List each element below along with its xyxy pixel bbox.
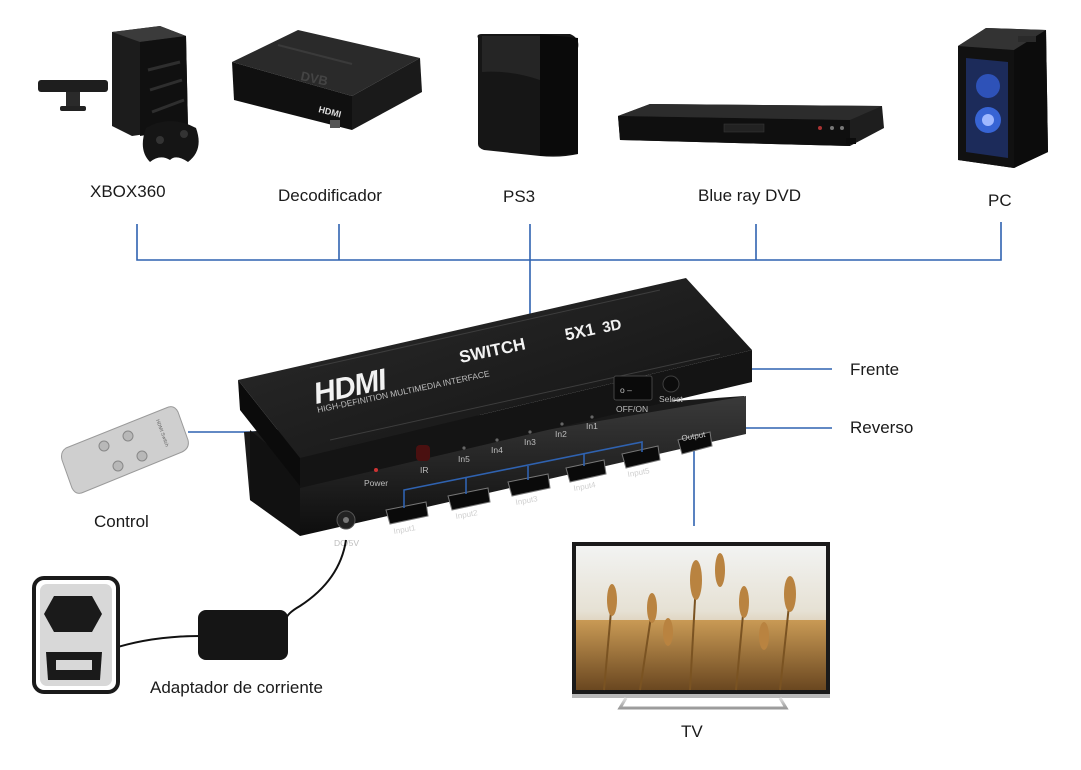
callout-back: Reverso [850,418,914,437]
ps3-device [477,34,579,157]
port-input3[interactable] [507,473,551,497]
hdmi-switch: HDMI HIGH-DEFINITION MULTIMEDIA INTERFAC… [238,278,752,548]
svg-text:o –: o – [620,385,632,395]
power-label: Power [364,478,388,488]
port-label-input5: Input5 [627,466,651,479]
device-label-decoder: Decodificador [278,186,382,205]
callout-front: Frente [850,360,900,379]
port-label-input1: Input1 [393,523,417,536]
port-input1[interactable] [385,501,429,525]
port-input4[interactable] [565,459,607,483]
device-label-bluray: Blue ray DVD [698,186,801,205]
ir-sensor [416,445,430,461]
select-label: Select [659,394,683,404]
led-in5 [462,446,466,450]
dc-label: DC/5V [334,538,359,548]
power-toggle-switch[interactable] [613,375,653,401]
television [572,542,830,710]
led-label-in1: In1 [586,421,598,431]
hdmi-input-ports: Input1 Input2 Input3 Input4 Input5 [385,445,661,536]
device-label-pc: PC [988,191,1012,210]
callout-tv: TV [681,722,703,741]
port-input5[interactable] [621,445,661,469]
device-label-ps3: PS3 [503,187,536,206]
xbox360-device [38,26,199,162]
decoder-brand-text: DVB [299,68,329,88]
port-label-input2: Input2 [455,508,479,521]
port-label-input3: Input3 [515,494,539,507]
ir-label: IR [420,465,429,475]
select-button[interactable] [662,375,680,393]
callout-remote: Control [94,512,149,531]
led-in1 [590,415,594,419]
port-output[interactable] [677,431,713,455]
led-label-in4: In4 [491,445,503,455]
switch-3d-badge: 3D [601,316,623,337]
remote-control: HDMI Switch [61,406,189,494]
toggle-label: OFF/ON [616,404,648,414]
led-label-in5: In5 [458,454,470,464]
callout-adapter: Adaptador de corriente [150,678,323,697]
led-label-in3: In3 [524,437,536,447]
led-label-in2: In2 [555,429,567,439]
power-led [374,468,378,472]
port-input2[interactable] [447,487,491,511]
led-in4 [495,438,499,442]
port-label-output: Output [681,430,707,443]
pc-device [958,28,1048,168]
power-adapter [32,539,347,694]
input-bus-line [136,222,1002,261]
bluray-device [618,104,884,146]
decoder-device: DVB HDMI [232,30,422,130]
led-in3 [528,430,532,434]
device-label-xbox360: XBOX360 [90,182,166,201]
led-in2 [560,422,564,426]
port-label-input4: Input4 [573,480,597,493]
